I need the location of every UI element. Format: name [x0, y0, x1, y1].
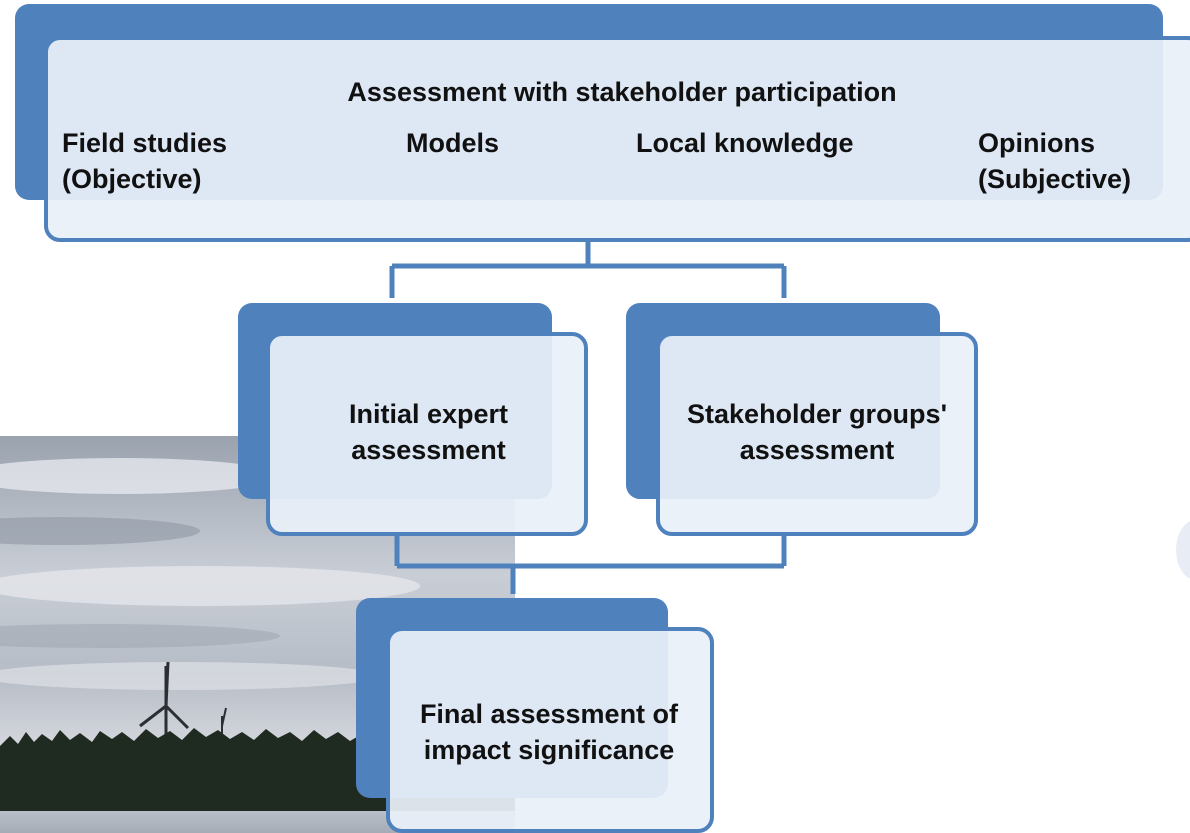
opinions-label: Opinions (Subjective) [978, 125, 1131, 197]
stakeholder-box-line1: Stakeholder groups' [687, 399, 947, 429]
expert-box-line1: Initial expert [348, 399, 509, 429]
opinions-text: Opinions [978, 128, 1095, 158]
objective-text: (Objective) [62, 164, 202, 194]
expert-box-line2: assessment [351, 435, 506, 465]
field-studies-text: Field studies [62, 128, 228, 158]
models-label: Models [406, 128, 500, 158]
final-box-line2: impact significance [423, 735, 675, 765]
expert-box-label: Initial expert assessment [276, 396, 581, 468]
final-box-line1: Final assessment of [419, 699, 679, 729]
subjective-text: (Subjective) [978, 164, 1132, 194]
final-box-label: Final assessment of impact significance [392, 696, 706, 768]
stakeholder-box-line2: assessment [739, 435, 895, 465]
stakeholder-box [656, 332, 978, 536]
top-box [44, 36, 1190, 242]
top-box-title: Assessment with stakeholder participatio… [347, 77, 897, 107]
decorative-circle [1176, 520, 1190, 580]
field-studies-label: Field studies (Objective) [62, 125, 227, 197]
expert-box [266, 332, 588, 536]
final-box [386, 627, 714, 833]
stakeholder-box-label: Stakeholder groups' assessment [660, 396, 974, 468]
local-knowledge-label: Local knowledge [636, 128, 854, 158]
